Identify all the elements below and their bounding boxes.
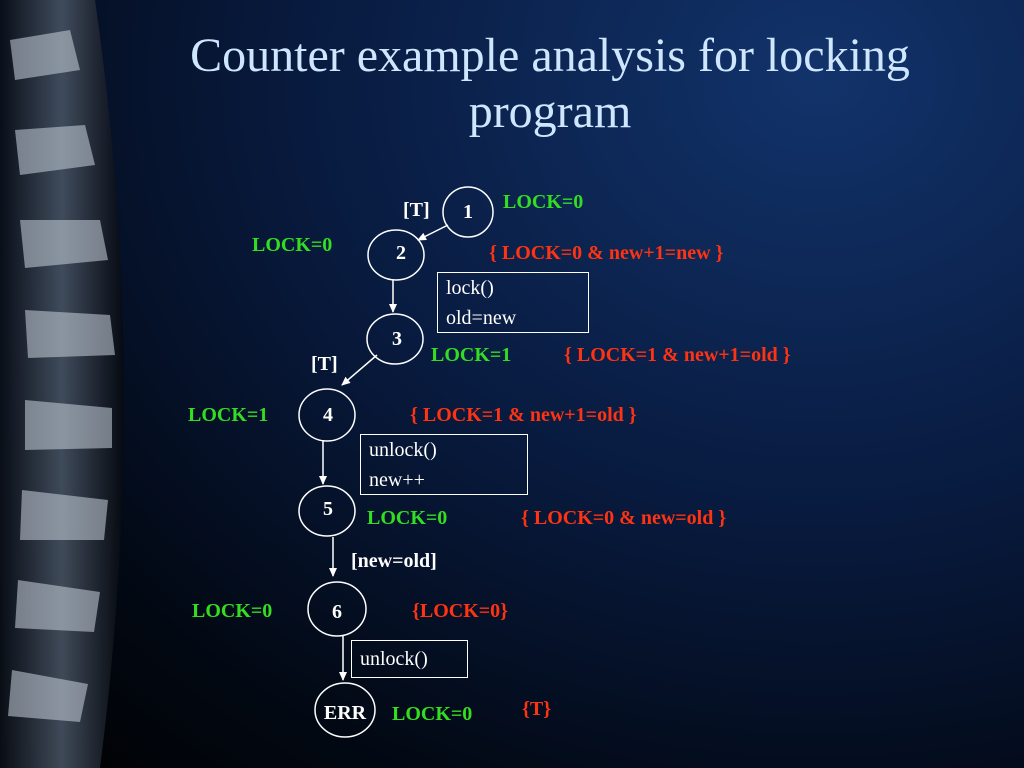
code-box-unlock: unlock() <box>351 640 468 678</box>
node-5-label: 5 <box>298 497 358 521</box>
lock-state-4: LOCK=1 <box>188 403 268 427</box>
code-line: unlock() <box>369 435 519 465</box>
lock-state-3: LOCK=1 <box>431 343 511 367</box>
predicate-3: { LOCK=1 & new+1=old } <box>564 343 791 367</box>
code-line: lock() <box>446 273 580 303</box>
code-line: unlock() <box>360 641 459 677</box>
node-6-label: 6 <box>307 600 367 624</box>
edge-label-1-2: [T] <box>403 198 430 222</box>
code-line: old=new <box>446 303 580 333</box>
node-err-label: ERR <box>315 701 375 725</box>
node-2-label: 2 <box>371 241 431 265</box>
lock-state-err: LOCK=0 <box>392 702 472 726</box>
node-1-label: 1 <box>438 200 498 224</box>
predicate-5: { LOCK=0 & new=old } <box>521 506 726 530</box>
code-box-unlock-inc: unlock() new++ <box>360 434 528 495</box>
edge-1-2 <box>418 225 448 240</box>
predicate-6: {LOCK=0} <box>412 599 508 623</box>
edge-label-3-4: [T] <box>311 352 338 376</box>
lock-state-6: LOCK=0 <box>192 599 272 623</box>
lock-state-1: LOCK=0 <box>503 190 583 214</box>
code-line: new++ <box>369 465 519 495</box>
edge-3-4 <box>342 355 377 385</box>
node-3-label: 3 <box>367 327 427 351</box>
lock-state-2: LOCK=0 <box>252 233 332 257</box>
predicate-2: { LOCK=0 & new+1=new } <box>489 241 723 265</box>
node-4-label: 4 <box>298 403 358 427</box>
code-box-lock: lock() old=new <box>437 272 589 333</box>
predicate-4: { LOCK=1 & new+1=old } <box>410 403 637 427</box>
predicate-err: {T} <box>522 697 551 721</box>
edge-label-5-6: [new=old] <box>351 549 437 573</box>
lock-state-5: LOCK=0 <box>367 506 447 530</box>
